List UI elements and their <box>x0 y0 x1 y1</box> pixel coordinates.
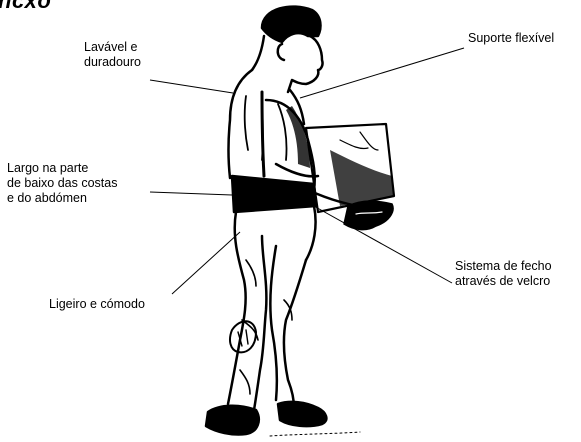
hip-front <box>306 206 316 260</box>
support-belt <box>232 176 316 212</box>
front-leg-inner <box>270 246 276 400</box>
ear <box>278 44 284 60</box>
label-line: duradouro <box>84 55 141 70</box>
label-washable-durable: Lavável e duradouro <box>84 40 141 70</box>
front-leg <box>284 260 306 408</box>
label-line: através de velcro <box>455 274 552 289</box>
face <box>288 36 323 92</box>
label-flexible-support: Suporte flexível <box>468 31 554 46</box>
leader-wide <box>150 192 232 195</box>
leader-light <box>172 232 240 294</box>
label-line: Lavável e <box>84 40 141 55</box>
label-line: Suporte flexível <box>468 31 554 46</box>
label-line: Largo na parte <box>7 161 118 176</box>
label-velcro-closure: Sistema de fecho através de velcro <box>455 259 552 289</box>
front-shoe <box>278 402 326 426</box>
shoulder-strap <box>262 92 264 176</box>
back-shoe <box>206 406 259 435</box>
hands <box>344 201 393 229</box>
box-speckle <box>340 132 378 150</box>
man-illustration <box>206 7 394 436</box>
label-line: e do abdómen <box>7 191 118 206</box>
label-line: de baixo das costas <box>7 176 118 191</box>
box-shading <box>330 150 394 206</box>
leader-washable <box>150 80 233 93</box>
ground-shadow <box>270 432 360 436</box>
label-light-comfortable: Ligeiro e cómodo <box>49 297 145 312</box>
back-line <box>229 70 253 178</box>
leader-flexible <box>300 48 464 98</box>
label-line: Sistema de fecho <box>455 259 552 274</box>
label-wide-lower-back: Largo na parte de baixo das costas e do … <box>7 161 118 206</box>
label-line: Ligeiro e cómodo <box>49 297 145 312</box>
back-of-neck <box>252 36 264 70</box>
back-leg-inner <box>254 236 266 410</box>
